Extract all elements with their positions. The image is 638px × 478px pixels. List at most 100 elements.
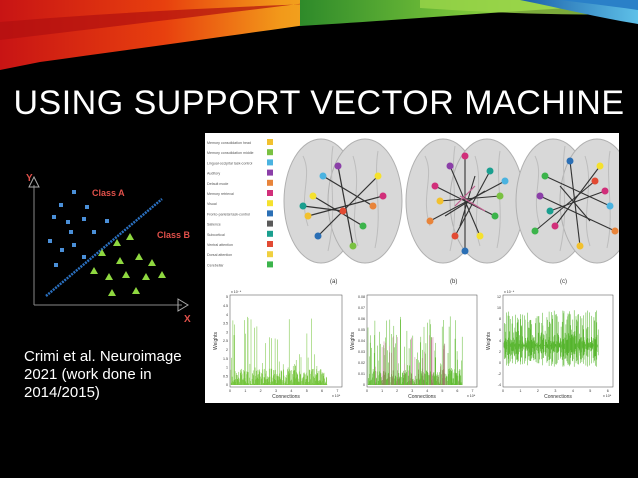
x-tick-label: 5 — [589, 389, 591, 393]
x-tick-label: 6 — [607, 389, 609, 393]
x-tick-label: 4 — [572, 389, 574, 393]
legend-label: Cerebellar — [207, 263, 224, 267]
x-tick-label: 3 — [411, 389, 413, 393]
class-b-points — [90, 233, 166, 296]
x-axis-title: Connections — [272, 394, 300, 400]
legend-swatch — [267, 179, 273, 186]
x-tick-label: 1 — [244, 389, 246, 393]
class-a-points — [48, 190, 109, 267]
legend-swatch — [267, 220, 273, 227]
legend-label: Auditory — [207, 172, 220, 176]
legend-label: Ventral attention — [207, 243, 233, 247]
legend-label: Subcortical — [207, 233, 225, 237]
y-tick-label: 0.04 — [358, 339, 365, 343]
brain-b-label: (b) — [450, 279, 457, 285]
x-tick-label: 4 — [290, 389, 292, 393]
brain-c-label: (c) — [560, 279, 567, 285]
y-tick-label: 0 — [499, 361, 501, 365]
decorative-banner — [0, 0, 638, 80]
x-tick-label: 2 — [396, 389, 398, 393]
x-tick-label: 2 — [260, 389, 262, 393]
legend-swatch — [267, 149, 273, 156]
citation-text: Crimi et al. Neuroimage 2021 (work done … — [24, 348, 182, 401]
x-tick-label: 2 — [537, 389, 539, 393]
x-tick-label: 1 — [519, 389, 521, 393]
x-tick-label: 6 — [321, 389, 323, 393]
y-tick-label: 8 — [499, 317, 501, 321]
weight-signal — [503, 310, 599, 367]
legend-swatch — [267, 159, 273, 166]
y-exponent-label: x 10⁻⁴ — [231, 290, 242, 294]
legend-swatch — [267, 210, 273, 217]
x-tick-label: 7 — [471, 389, 473, 393]
svm-hyperplane — [45, 198, 163, 297]
y-axis-title: Weights — [213, 332, 219, 350]
y-tick-label: 0.5 — [223, 374, 228, 378]
x-tick-label: 1 — [381, 389, 383, 393]
x-axis-label: X — [184, 314, 191, 325]
x-exponent-label: x 10⁴ — [603, 394, 612, 398]
y-tick-label: 4 — [226, 313, 228, 317]
svm-diagram: Y X Class A Class B — [26, 173, 191, 325]
x-tick-label: 7 — [336, 389, 338, 393]
y-tick-label: 0.05 — [358, 328, 365, 332]
y-axis-title: Weights — [486, 332, 492, 350]
slide-title: USING SUPPORT VECTOR MACHINE — [13, 84, 625, 122]
y-tick-label: 0.06 — [358, 317, 365, 321]
legend-swatch — [267, 261, 273, 268]
legend-swatch — [267, 251, 273, 258]
legend-label: Memory retrieval — [207, 192, 234, 196]
y-tick-label: 0.07 — [358, 306, 365, 310]
y-tick-label: 6 — [499, 328, 501, 332]
y-tick-label: 0.02 — [358, 361, 365, 365]
y-tick-label: 5 — [226, 295, 228, 299]
legend-label: Fronto-parietal task-control — [207, 212, 250, 216]
x-axis-arrow-icon — [177, 298, 189, 312]
legend-label: Memory consolidation middle — [207, 151, 254, 155]
x-tick-label: 0 — [502, 389, 504, 393]
legend-swatch — [267, 139, 273, 145]
legend-swatch — [267, 241, 273, 247]
y-tick-label: -4 — [498, 383, 501, 387]
x-tick-label: 5 — [306, 389, 308, 393]
y-tick-label: 2 — [226, 348, 228, 352]
legend-label: Visual — [207, 202, 217, 206]
y-tick-label: 12 — [497, 295, 501, 299]
y-exponent-label: x 10⁻⁴ — [504, 290, 515, 294]
y-tick-label: 0.01 — [358, 372, 365, 376]
x-axis-title: Connections — [544, 394, 572, 400]
legend-swatch — [267, 190, 273, 196]
legend-label: Default mode — [207, 182, 228, 186]
y-tick-label: 4 — [499, 339, 501, 343]
brain-c — [515, 138, 619, 264]
y-axis-label: Y — [26, 173, 33, 184]
brain-a — [283, 138, 403, 264]
class-a-label: Class A — [92, 188, 125, 198]
legend-swatch — [267, 230, 273, 237]
y-tick-label: -2 — [498, 372, 501, 376]
brain-b — [405, 138, 525, 264]
x-exponent-label: x 10⁴ — [467, 394, 476, 398]
x-tick-label: 0 — [366, 389, 368, 393]
y-tick-label: 0 — [226, 383, 228, 387]
legend-label: Dorsal attention — [207, 253, 232, 257]
y-axis-arrow-icon — [28, 175, 40, 188]
y-axis-title: Weights — [350, 332, 356, 350]
legend-label: Memory consolidation head — [207, 141, 251, 145]
x-tick-label: 5 — [441, 389, 443, 393]
y-tick-label: 0.08 — [358, 295, 365, 299]
x-tick-label: 0 — [229, 389, 231, 393]
x-exponent-label: x 10⁴ — [332, 394, 341, 398]
brain-a-label: (a) — [330, 279, 337, 285]
x-axis-title: Connections — [408, 394, 436, 400]
weight-signal-highlight — [375, 335, 460, 385]
class-b-label: Class B — [157, 230, 191, 240]
x-tick-label: 6 — [456, 389, 458, 393]
y-tick-label: 10 — [497, 306, 501, 310]
legend-label: Lingual-occipital task-control — [207, 161, 253, 165]
